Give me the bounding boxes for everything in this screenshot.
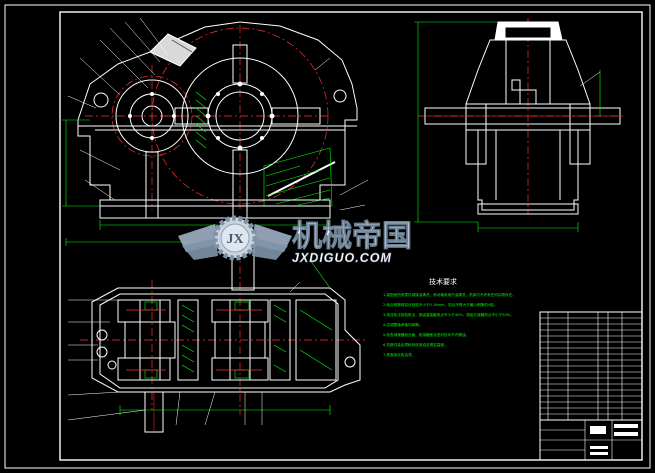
side-base	[477, 203, 579, 215]
top-view	[65, 238, 365, 433]
top-leaders	[67, 281, 301, 426]
watermark-domain: JXDIGUO.COM	[292, 251, 392, 265]
top-bolts	[96, 329, 356, 370]
watermark-logo-mark: JX	[226, 232, 243, 247]
front-view	[62, 17, 369, 230]
peep-hole-cover	[149, 33, 197, 67]
bearing-hatch	[195, 91, 207, 149]
notes-line: 5.检查减速器剖分面、各接触面及密封处均不许漏油。	[383, 332, 469, 337]
notes-line: 1.装配前所有零件用煤油清洗，滚动轴承用汽油清洗，机体内不许有任何杂物存在。	[383, 292, 516, 297]
bolt-holes	[128, 81, 275, 151]
front-base	[99, 205, 331, 219]
front-leaders	[67, 17, 369, 211]
watermark: JX 机械帝国 JXDIGUO.COM	[178, 215, 412, 265]
notes-line: 6.机座内装全损耗系统用油至规定高度。	[383, 342, 448, 347]
drawing-frame	[4, 4, 651, 469]
oil-level-hatch	[263, 147, 333, 207]
notes-line: 2.啮合侧隙用铅丝检验不小于0.16mm，铅丝不得大于最小侧隙的4倍。	[383, 302, 497, 307]
notes-title: 技术要求	[429, 277, 457, 286]
front-dimensions	[62, 119, 331, 230]
front-housing-outline	[77, 21, 358, 219]
notes-line: 4.应调整轴承轴向间隙。	[383, 322, 422, 327]
parts-list-table	[539, 311, 643, 461]
gear-hatch	[144, 301, 333, 379]
notes-line: 3.用涂色法检验斑点，按齿高接触斑点不小于40%，按齿长接触斑点不小于50%。	[383, 312, 514, 317]
technical-notes: 技术要求 1.装配前所有零件用煤油清洗，滚动轴承用汽油清洗，机体内不许有任何杂物…	[383, 277, 516, 357]
side-dimensions	[414, 21, 601, 232]
front-ribs	[145, 44, 321, 219]
top-housing-outline	[91, 287, 361, 393]
side-view	[414, 18, 625, 232]
notes-line: 7.表面涂灰色油漆。	[383, 352, 415, 357]
large-gear-boss	[181, 57, 299, 175]
top-view-internals	[117, 299, 337, 381]
watermark-name: 机械帝国	[292, 219, 412, 254]
